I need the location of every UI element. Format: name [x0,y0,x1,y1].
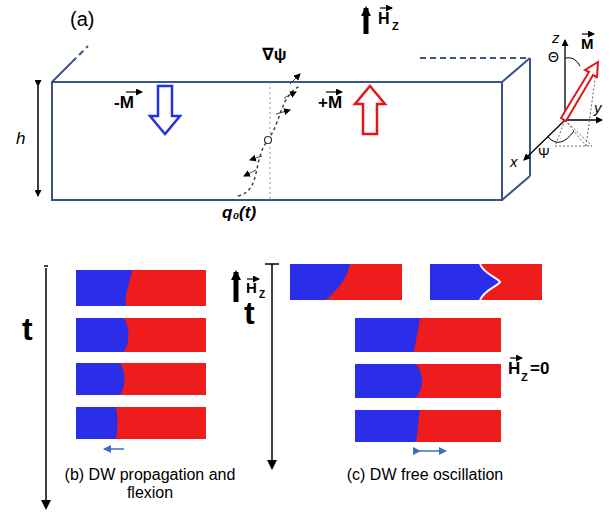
field-arrow [364,8,369,34]
field-value: =0 [530,360,549,379]
magnetization-label: -M [114,94,134,113]
angle-label: Ψ [538,146,550,161]
axis-label: x [510,154,518,171]
field-symbol: H [378,10,390,28]
domain-wall-profile [238,86,300,196]
wall-position-label: q₀(t) [222,204,256,223]
time-axis [271,264,273,468]
axis-label: z [552,30,560,47]
caption-label: (c) DW free oscillation [300,466,550,484]
axis-label: y [594,100,602,117]
dimension-label: h [16,130,25,149]
oscillation-arrow [420,450,446,452]
time-axis [45,268,47,508]
magnetization-label: +M [318,94,342,113]
coordinate-axes [524,34,602,160]
field-subscript: Z [521,371,528,383]
vector-accent [510,357,522,358]
field-arrow [234,272,239,302]
field-subscript: Z [392,20,399,32]
vector-accent [326,91,342,92]
domain-strips [76,270,206,439]
panel-label: (a) [70,8,94,30]
magnetization-down-arrow [150,86,180,134]
field-subscript: Z [259,289,265,300]
time-axis-cap [44,265,48,267]
field-symbol: H [246,280,257,297]
gradient-label: ∇ψ [262,46,287,65]
vector-accent [126,91,142,92]
motion-arrow [104,448,124,450]
wall-centre [265,137,272,144]
vector-label: M [581,36,594,53]
time-axis-cap [265,263,279,265]
time-label: t [244,296,255,331]
vector-accent [380,7,392,8]
domain-strips [290,264,542,442]
time-label: t [22,312,33,347]
magnetization-up-arrow [355,86,385,134]
angle-label: Θ [548,50,559,65]
caption-label: (b) DW propagation and flexion [50,466,250,501]
gradient-arrows [244,74,300,176]
field-symbol: H [508,360,520,379]
height-dimension [37,86,39,196]
slab-outline [52,46,530,200]
